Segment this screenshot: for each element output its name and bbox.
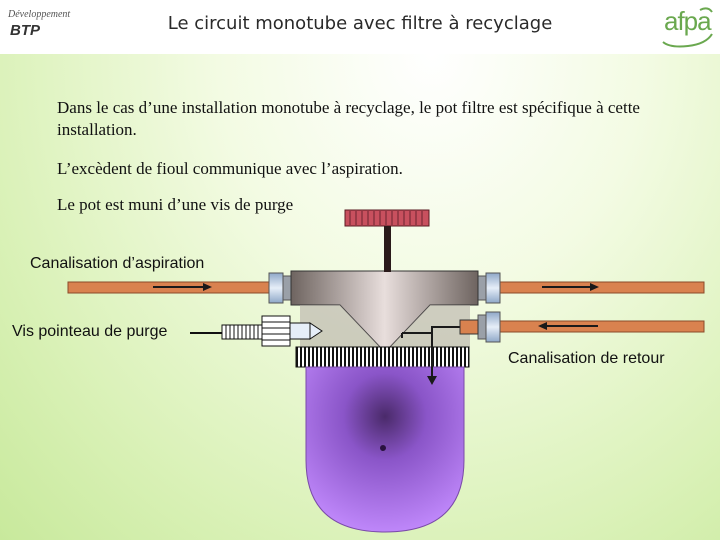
return-arrow [538, 322, 598, 330]
aspiration-arrow-left [153, 283, 212, 291]
paragraph-1: Dans le cas d’une installation monotube … [57, 98, 640, 139]
pot-center-mark [380, 445, 386, 451]
aspiration-pipe-right [497, 281, 705, 294]
afpa-logo-frame [662, 7, 713, 48]
slide-title: Le circuit monotube avec filtre à recycl… [167, 13, 553, 34]
logo-left-line2: BTP [10, 22, 40, 39]
fitting-left-inner [282, 275, 292, 301]
afpa-logo: afpa [660, 4, 714, 50]
recycling-tube [401, 319, 479, 385]
header-bar [0, 0, 720, 54]
label-vis-pointeau: Vis pointeau de purge [12, 323, 168, 340]
label-aspiration: Canalisation d’aspiration [30, 255, 205, 272]
paragraph-3: Le pot est muni d’une vis de purge [57, 195, 294, 214]
purge-needle-screw [190, 315, 323, 347]
fitting-return-inner [477, 314, 487, 340]
purge-screw-stem [384, 226, 391, 272]
developpement-btp-logo: Développement BTP [4, 8, 70, 42]
fitting-right-inner [477, 275, 487, 301]
fitting-right-outer [485, 272, 501, 304]
return-pipe [497, 320, 705, 333]
pot-thread-band [295, 346, 470, 368]
purge-screw-grip [349, 211, 423, 225]
fitting-left-outer [268, 272, 284, 304]
fitting-return-outer [485, 311, 501, 343]
aspiration-arrow-right [542, 283, 599, 291]
logo-left-line1: Développement [8, 9, 71, 20]
paragraph-2: L’excèdent de fioul communique avec l’as… [57, 159, 403, 178]
label-retour: Canalisation de retour [508, 350, 665, 367]
filter-funnel [300, 305, 470, 347]
afpa-logo-text: afpa [664, 6, 712, 36]
